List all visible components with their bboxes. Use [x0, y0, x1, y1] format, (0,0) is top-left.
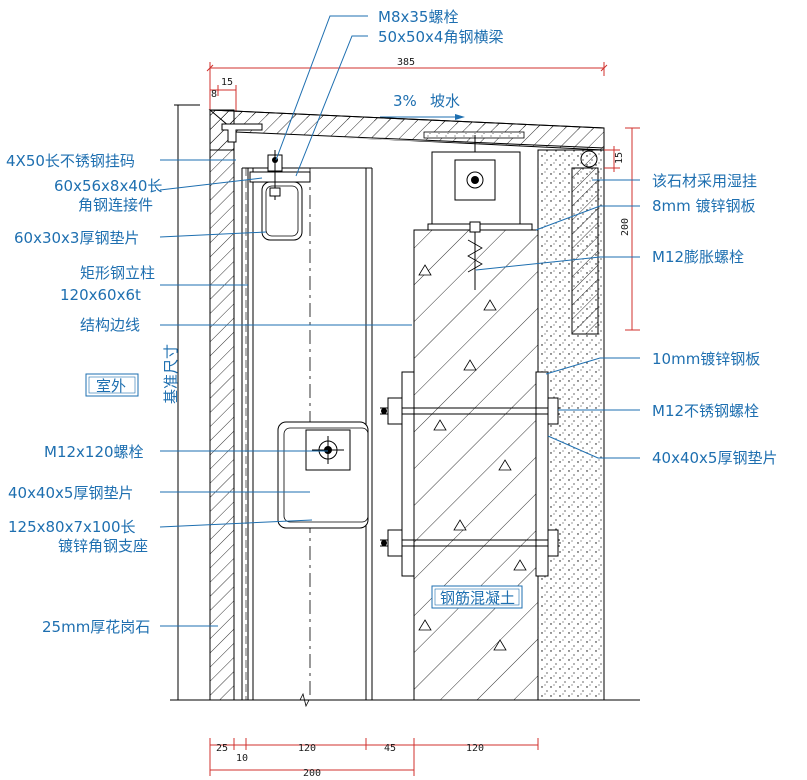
label-column-1: 矩形钢立柱: [80, 264, 155, 282]
slope-percent: 3%: [393, 92, 417, 110]
label-outdoor: 室外: [96, 377, 126, 395]
coping-stone: [208, 109, 605, 151]
label-column-2: 120x60x6t: [60, 286, 141, 304]
dim-120-a: 120: [298, 743, 316, 754]
label-bolt-m8: M8x35螺栓: [378, 8, 458, 26]
label-granite: 25mm厚花岗石: [42, 618, 150, 636]
label-support-1: 125x80x7x100长: [8, 518, 136, 536]
label-expansion-bolt: M12膨胀螺栓: [652, 248, 744, 266]
angle-support: [277, 421, 369, 529]
top-bracket: [427, 135, 533, 231]
label-bolt-m12-120: M12x120螺栓: [44, 443, 144, 461]
dim-15-top: 15: [221, 77, 233, 88]
dim-25: 25: [216, 743, 228, 754]
granite-panel: [209, 109, 263, 701]
label-wet-hang: 该石材采用湿挂: [652, 172, 757, 190]
label-pad-40-right: 40x40x5厚钢垫片: [652, 449, 777, 467]
slope-text: 坡水: [430, 92, 460, 110]
dim-385: 385: [397, 57, 415, 68]
label-plate-8: 8mm 镀锌钢板: [652, 197, 756, 215]
top-dimension-line: 385 15 8: [206, 57, 608, 112]
outdoor-tag: 室外: [85, 373, 139, 397]
dim-10: 10: [236, 753, 248, 764]
label-struct-edge: 结构边线: [80, 316, 140, 334]
dim-8-top: 8: [211, 89, 217, 100]
label-pad-40-left: 40x40x5厚钢垫片: [8, 484, 133, 502]
label-ss-bolt: M12不锈钢螺栓: [652, 402, 759, 420]
labels: M8x35螺栓 50x50x4角钢横梁 4X50长不锈钢挂码 60x56x8x4…: [6, 8, 777, 636]
label-support-2: 镀锌角钢支座: [58, 537, 148, 555]
label-plate-10: 10mm镀锌钢板: [652, 350, 760, 368]
label-angle-connector-2: 角钢连接件: [78, 196, 153, 214]
label-datum: 基准尺寸: [162, 344, 180, 404]
label-hook: 4X50长不锈钢挂码: [6, 152, 135, 170]
concrete-wall: [413, 221, 539, 701]
dim-200-right: 200: [620, 218, 631, 236]
dim-15-right: 15: [614, 152, 625, 164]
label-beam: 50x50x4角钢横梁: [378, 28, 503, 46]
right-dimension-line: 15 200: [604, 127, 640, 331]
leader-lines: [159, 15, 640, 627]
upper-connector: [249, 150, 311, 241]
slope-note: 3% 坡水: [380, 92, 465, 120]
dim-200-bottom: 200: [303, 768, 321, 779]
label-pad-60: 60x30x3厚钢垫片: [14, 229, 139, 247]
dim-45: 45: [384, 743, 396, 754]
bottom-dimension-line: 25 10 120 45 120 200: [209, 738, 539, 779]
label-concrete: 钢筋混凝土: [440, 589, 515, 607]
mid-plates: [380, 371, 560, 577]
concrete-tag: 钢筋混凝土: [431, 585, 523, 609]
dim-120-b: 120: [466, 743, 484, 754]
label-angle-connector-1: 60x56x8x40长: [54, 177, 162, 195]
